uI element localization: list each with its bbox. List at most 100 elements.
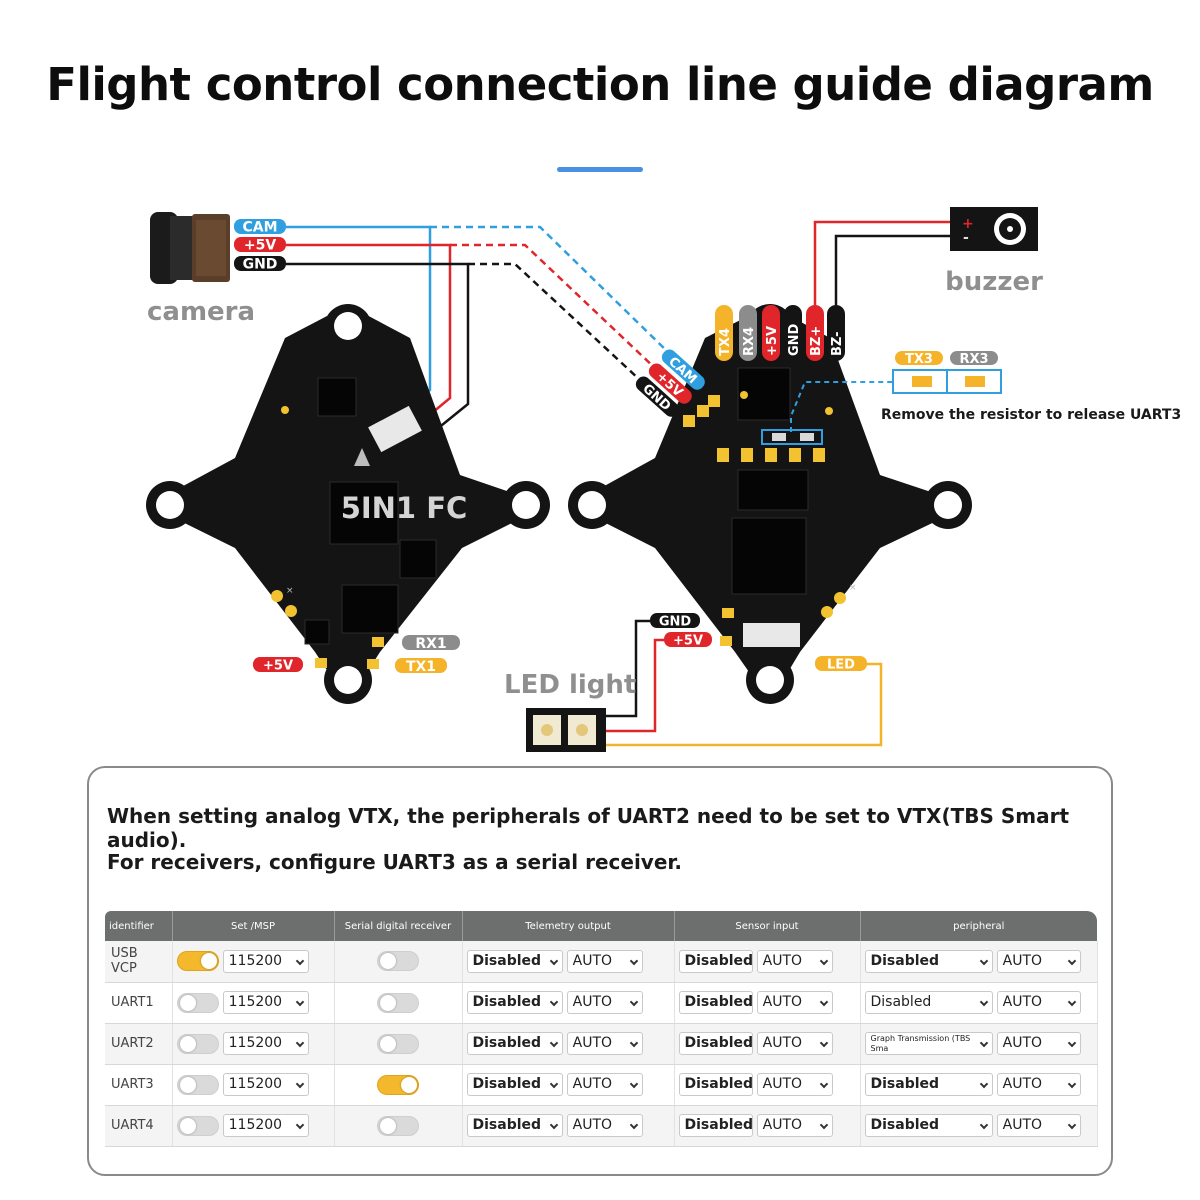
sensor-auto-select[interactable]: AUTO <box>756 1114 833 1137</box>
sensor-select[interactable]: Disabled <box>678 1032 753 1055</box>
chevron-down-icon <box>979 997 988 1007</box>
telemetry-auto-select[interactable]: AUTO <box>566 1032 643 1055</box>
telemetry-auto-select[interactable]: AUTO <box>566 1073 643 1096</box>
sensor-auto-select[interactable]: AUTO <box>756 949 833 973</box>
chevron-down-icon <box>629 956 638 965</box>
serial-rx-toggle[interactable] <box>377 1115 419 1136</box>
svg-text:×: × <box>286 586 294 596</box>
header-serial-rx: Serial digital receiver <box>334 911 463 941</box>
table-row: UART3 115200 Disabled AUTO Disabled AUTO… <box>105 1064 1098 1106</box>
port-id: UART4 <box>105 1105 173 1147</box>
chevron-down-icon <box>629 1120 638 1130</box>
chevron-down-icon <box>1067 997 1076 1007</box>
sensor-select[interactable]: Disabled <box>678 991 753 1014</box>
svg-text:+: + <box>962 216 974 232</box>
svg-text:CAM: CAM <box>242 220 277 236</box>
peripheral-auto-select[interactable]: AUTO <box>996 1114 1081 1137</box>
sensor-auto-select[interactable]: AUTO <box>756 1073 833 1096</box>
baud-select[interactable]: 115200 <box>222 1073 309 1096</box>
telemetry-select[interactable]: Disabled <box>466 949 563 973</box>
msp-toggle[interactable] <box>176 1074 219 1095</box>
chevron-down-icon <box>549 1079 558 1089</box>
chevron-down-icon <box>819 1038 828 1048</box>
camera-label: camera <box>147 297 255 327</box>
table-row: UART1 115200 Disabled AUTO Disabled AUTO… <box>105 982 1098 1024</box>
chevron-down-icon <box>629 1038 638 1048</box>
sensor-select[interactable]: Disabled <box>678 1114 753 1137</box>
svg-text:GND: GND <box>243 257 278 273</box>
led-strip-icon <box>526 708 606 752</box>
chevron-down-icon <box>549 956 558 965</box>
led-gnd-pad: GND <box>650 613 700 630</box>
table-row: UART2 115200 Disabled AUTO Disabled AUTO… <box>105 1023 1098 1065</box>
table-header-row: identifier Set /MSP Serial digital recei… <box>105 911 1097 941</box>
right-top-5v-pad: +5V <box>762 305 780 361</box>
chevron-down-icon <box>295 956 304 965</box>
telemetry-select[interactable]: Disabled <box>466 1114 563 1137</box>
right-tx4-pad: TX4 <box>715 305 733 361</box>
msp-toggle[interactable] <box>176 1115 219 1136</box>
baud-select[interactable]: 115200 <box>222 1114 309 1137</box>
chevron-down-icon <box>629 1079 638 1089</box>
sensor-select[interactable]: Disabled <box>678 949 753 973</box>
right-top-gnd-pad: GND <box>784 305 802 361</box>
telemetry-select[interactable]: Disabled <box>466 1073 563 1096</box>
peripheral-select[interactable]: Disabled <box>864 1073 993 1096</box>
buzzer-icon: + - <box>950 207 1038 251</box>
left-tx1-pad: TX1 <box>395 658 447 675</box>
table-row: USB VCP 115200 Disabled AUTO Disabled AU… <box>105 941 1098 983</box>
title-underline <box>557 167 643 172</box>
chevron-down-icon <box>1067 1120 1076 1130</box>
serial-rx-toggle[interactable] <box>377 1074 419 1095</box>
telemetry-select[interactable]: Disabled <box>466 991 563 1014</box>
chevron-down-icon <box>819 997 828 1007</box>
telemetry-auto-select[interactable]: AUTO <box>566 949 643 973</box>
peripheral-select[interactable]: Disabled <box>864 949 993 973</box>
port-id: USB VCP <box>105 941 173 983</box>
right-flight-controller: × <box>568 304 972 704</box>
resistor-pads-icon <box>892 369 1002 394</box>
camera-wires-right <box>430 225 673 381</box>
sensor-auto-select[interactable]: AUTO <box>756 991 833 1014</box>
chevron-down-icon <box>1067 1038 1076 1048</box>
svg-text:TX3: TX3 <box>905 352 933 367</box>
svg-text:BZ+: BZ+ <box>809 326 824 356</box>
peripheral-select[interactable]: Disabled <box>864 1114 993 1137</box>
chevron-down-icon <box>549 1038 558 1048</box>
baud-select[interactable]: 115200 <box>222 991 309 1014</box>
serial-rx-toggle[interactable] <box>377 1033 419 1054</box>
msp-toggle[interactable] <box>176 992 219 1013</box>
header-telemetry: Telemetry output <box>462 911 675 941</box>
chevron-down-icon <box>549 1120 558 1130</box>
baud-select[interactable]: 115200 <box>222 949 309 973</box>
peripheral-select[interactable]: Disabled <box>864 991 993 1014</box>
serial-rx-toggle[interactable] <box>377 951 419 972</box>
buzzer-wires <box>813 220 952 305</box>
sensor-auto-select[interactable]: AUTO <box>756 1032 833 1055</box>
baud-select[interactable]: 115200 <box>222 1032 309 1055</box>
telemetry-auto-select[interactable]: AUTO <box>566 991 643 1014</box>
resistor-note: Remove the resistor to release UART3 <box>881 407 1181 423</box>
chevron-down-icon <box>295 1079 304 1089</box>
telemetry-select[interactable]: Disabled <box>466 1032 563 1055</box>
msp-toggle[interactable] <box>176 1033 219 1054</box>
sensor-select[interactable]: Disabled <box>678 1073 753 1096</box>
configuration-panel: When setting analog VTX, the peripherals… <box>87 766 1113 1176</box>
telemetry-auto-select[interactable]: AUTO <box>566 1114 643 1137</box>
fc-label: 5IN1 FC <box>341 491 468 525</box>
port-id: UART2 <box>105 1023 173 1065</box>
svg-text:BZ-: BZ- <box>830 331 845 356</box>
peripheral-auto-select[interactable]: AUTO <box>996 1032 1081 1055</box>
peripheral-auto-select[interactable]: AUTO <box>996 949 1081 973</box>
led-5v-pad: +5V <box>664 632 712 649</box>
msp-toggle[interactable] <box>176 951 219 972</box>
left-flight-controller: × <box>146 304 550 704</box>
header-msp: Set /MSP <box>172 911 335 941</box>
peripheral-auto-select[interactable]: AUTO <box>996 991 1081 1014</box>
chevron-down-icon <box>295 1120 304 1130</box>
camera-cam-pad: CAM <box>234 219 286 236</box>
peripheral-select[interactable]: Graph Transmission (TBS Sma <box>864 1032 993 1055</box>
peripheral-auto-select[interactable]: AUTO <box>996 1073 1081 1096</box>
serial-rx-toggle[interactable] <box>377 992 419 1013</box>
page-title: Flight control connection line guide dia… <box>46 58 1154 111</box>
